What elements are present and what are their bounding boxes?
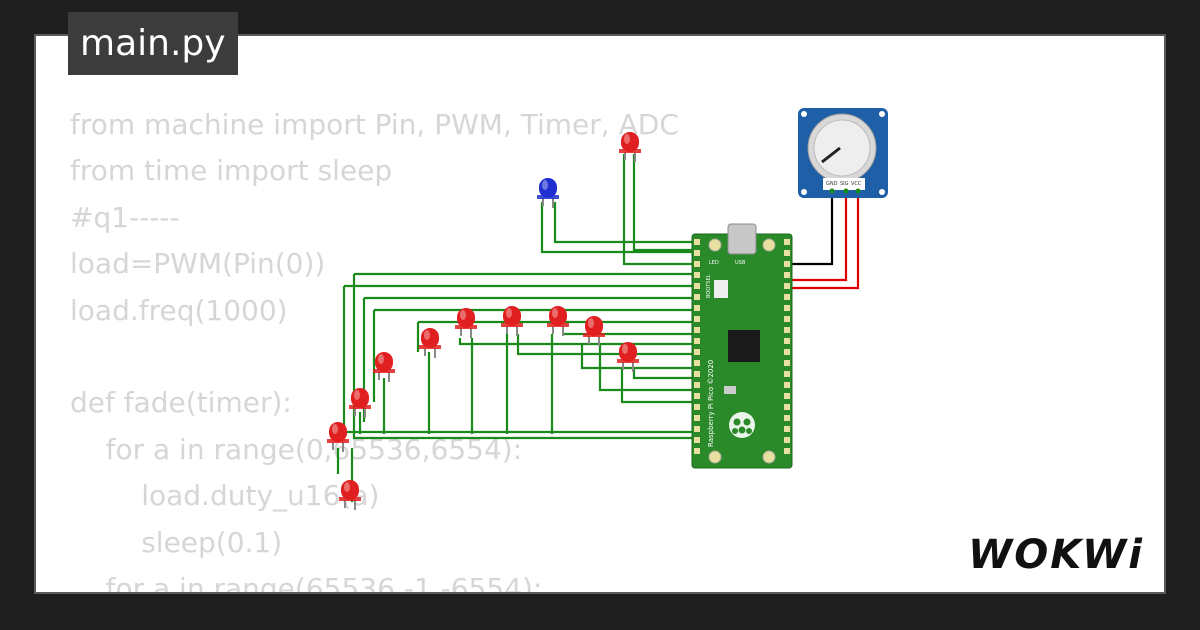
pin-pad xyxy=(694,437,700,443)
pin-pad xyxy=(694,349,700,355)
pin-pad xyxy=(694,327,700,333)
pin-pad xyxy=(784,415,790,421)
pin-pad xyxy=(694,415,700,421)
pin-pad xyxy=(784,349,790,355)
pin-pad xyxy=(694,305,700,311)
pin-pad xyxy=(694,283,700,289)
led-component[interactable] xyxy=(583,316,605,346)
usb-connector xyxy=(727,223,757,255)
pin-pad xyxy=(784,327,790,333)
pin-pad xyxy=(784,426,790,432)
pin-pad xyxy=(784,316,790,322)
code-line: from machine import Pin, PWM, Timer, ADC xyxy=(70,108,679,141)
wire-gnd xyxy=(774,192,834,266)
code-line: def fade(timer): xyxy=(70,386,292,420)
code-line: load=PWM(Pin(0)) xyxy=(70,247,326,281)
pin-pad xyxy=(784,360,790,366)
pot-pin-gnd: GND xyxy=(826,181,838,187)
pin-pad xyxy=(694,360,700,366)
pin-pad xyxy=(694,393,700,399)
knob-indicator xyxy=(821,146,841,164)
code-line: sleep(0.1) xyxy=(70,525,283,559)
pin-pad xyxy=(694,404,700,410)
pin-pad xyxy=(784,382,790,388)
led-component[interactable] xyxy=(349,388,371,418)
pin-pad xyxy=(694,250,700,256)
pin-pad xyxy=(784,250,790,256)
pin-pad xyxy=(694,371,700,377)
led-component[interactable] xyxy=(547,306,569,336)
led-label: LED xyxy=(709,260,719,266)
pin-pad xyxy=(784,294,790,300)
pin-pad xyxy=(694,261,700,267)
led-component[interactable] xyxy=(619,132,641,162)
pico-board[interactable]: Raspberry Pi Pico ©2020 LED USB BOOTSEL xyxy=(691,223,793,469)
led-component[interactable] xyxy=(537,178,559,208)
code-line: from time import sleep xyxy=(70,154,393,188)
wire-vcc xyxy=(774,192,848,282)
pin-pad xyxy=(784,261,790,267)
led-component[interactable] xyxy=(455,308,477,338)
code-line: load.duty_u16(a) xyxy=(70,479,380,513)
led-component[interactable] xyxy=(339,480,361,510)
led-component[interactable] xyxy=(419,328,441,358)
pin-pad xyxy=(694,426,700,432)
raspberry-logo-icon xyxy=(729,412,755,438)
file-tab[interactable]: main.py xyxy=(68,12,238,75)
led-component[interactable] xyxy=(327,422,349,452)
pin-pad xyxy=(784,305,790,311)
usb-label: USB xyxy=(735,260,746,266)
pin-pad xyxy=(694,272,700,278)
circuit-diagram: Raspberry Pi Pico ©2020 LED USB BOOTSEL … xyxy=(327,108,888,510)
pin-pad xyxy=(694,316,700,322)
code-line: #q1----- xyxy=(70,200,180,234)
pin-pad xyxy=(694,294,700,300)
wire-sig xyxy=(774,192,860,290)
project-preview-card: from machine import Pin, PWM, Timer, ADC… xyxy=(34,34,1166,594)
pin-pad xyxy=(784,448,790,454)
pin-pad xyxy=(694,239,700,245)
pin-pad xyxy=(784,393,790,399)
pin-pad xyxy=(694,382,700,388)
pin-pad xyxy=(784,371,790,377)
pin-pad xyxy=(694,338,700,344)
pin-pad xyxy=(784,437,790,443)
pin-pad xyxy=(784,338,790,344)
rp2040-chip xyxy=(728,330,760,362)
code-line: for a in range(65536,-1,-6554): xyxy=(70,571,543,594)
pin-pad xyxy=(784,239,790,245)
pin-pad xyxy=(784,272,790,278)
pot-pin-sig: SIG xyxy=(840,181,849,187)
led-component[interactable] xyxy=(501,306,523,336)
pin-pad xyxy=(784,283,790,289)
pin-pad xyxy=(694,448,700,454)
led-component[interactable] xyxy=(373,352,395,382)
bootsel-button xyxy=(714,280,728,298)
led-component[interactable] xyxy=(617,342,639,372)
wokwi-logo: WOKWi xyxy=(968,532,1144,578)
code-editor: from machine import Pin, PWM, Timer, ADC… xyxy=(70,102,679,594)
pin-pad xyxy=(784,404,790,410)
board-label: Raspberry Pi Pico ©2020 xyxy=(707,360,715,447)
potentiometer[interactable]: GND SIG VCC xyxy=(798,108,888,198)
pot-pin-vcc: VCC xyxy=(851,181,862,187)
code-line: load.freq(1000) xyxy=(70,293,288,327)
bootsel-label: BOOTSEL xyxy=(706,274,712,298)
